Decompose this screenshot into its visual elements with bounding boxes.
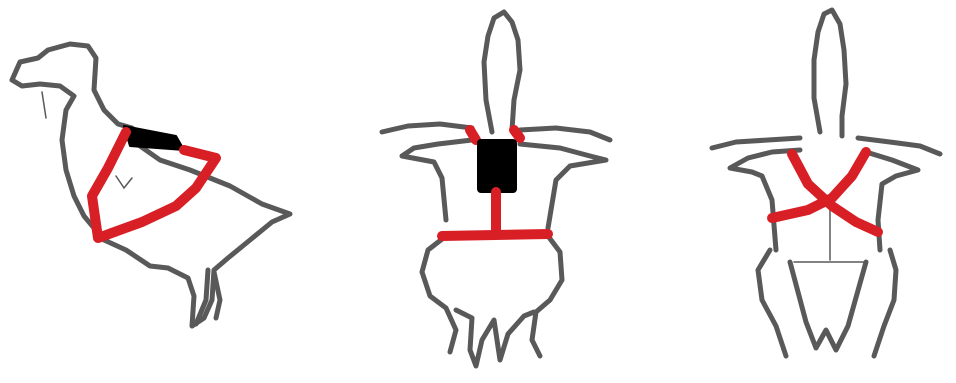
harness-device-block-side xyxy=(124,126,184,150)
harness-strap-x-right xyxy=(772,152,866,218)
bird-beak-line xyxy=(42,92,46,118)
bird-body-outline xyxy=(12,44,290,326)
bird-head-neck-outline xyxy=(484,12,520,132)
bird-head-neck-outline-3 xyxy=(814,10,846,136)
bird-left-wing-outline-3 xyxy=(712,138,800,250)
harness-strap-neck-right xyxy=(514,130,520,138)
bird-body-lower-outline xyxy=(422,236,562,366)
harness-device-block-back xyxy=(478,140,516,192)
bird-back-view-harness-icon xyxy=(382,12,610,366)
bird-left-wing-outline xyxy=(382,124,472,220)
bird-leg-outline xyxy=(196,270,220,324)
harness-strap-neck-left xyxy=(470,130,476,140)
harness-strap-waist xyxy=(442,234,548,236)
bird-legs-outline-3 xyxy=(758,250,896,356)
bird-side-view-harness-icon xyxy=(12,44,290,326)
bird-wing-fold-line xyxy=(116,176,132,188)
bird-right-wing-outline xyxy=(520,128,610,228)
bird-back-view-x-harness-icon xyxy=(712,10,940,356)
